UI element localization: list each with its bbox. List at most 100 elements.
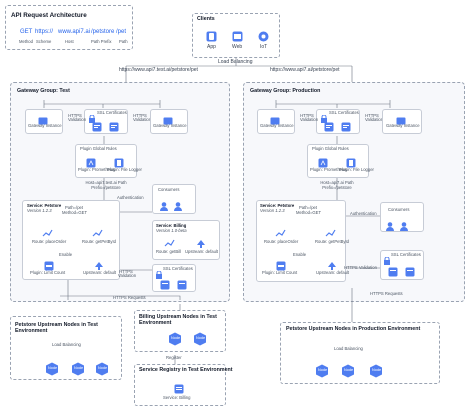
- test-route-get-pet-icon: [92, 226, 103, 244]
- node-icon: Node: [193, 332, 207, 351]
- test-enable-label: Enable: [59, 252, 73, 257]
- test-match-rule: Host=api7.test.ai Path Prefix=/petstore: [85, 180, 127, 190]
- test-authentication-label: Authentication: [117, 195, 144, 200]
- prod-https-validation-2: HTTPS Validation: [344, 265, 377, 270]
- service-billing-icon: [174, 381, 184, 399]
- node-icon: Node: [71, 362, 85, 381]
- test-route-get-bill-label: Route: getBill: [156, 249, 181, 254]
- test-prometheus-icon: [86, 155, 96, 173]
- prod-match-rule: Host=api7.ai Path Prefix=/petstore: [320, 180, 354, 190]
- prod-consumer-icon-2: [399, 218, 409, 236]
- gateway-group-prod-title: Gateway Group: Production: [250, 88, 321, 94]
- test-route-place-order-icon: [42, 226, 53, 244]
- gateway-group-test-title: Gateway Group: Test: [17, 88, 70, 94]
- request-scheme: https://: [35, 29, 54, 35]
- prod-gateway-icon-right: [396, 112, 406, 130]
- test-ssl-certificates-2: [152, 264, 196, 292]
- label-method: Method: [19, 39, 33, 44]
- test-gateway-icon-right: [163, 112, 173, 130]
- prod-route-get-pet-icon: [325, 226, 336, 244]
- prod-certificate-icon-1: [324, 119, 334, 137]
- prod-authentication-label: Authentication: [350, 211, 377, 216]
- prod-plugin-limit-count-label: Plugin: Limit Count: [262, 270, 298, 275]
- test-certificate-icon-3: [160, 277, 170, 295]
- test-service-petstore: [22, 200, 120, 280]
- prod-plugin-prometheus-label: Plugin: Prometheus: [310, 167, 347, 172]
- node-icon: Node: [315, 364, 329, 383]
- test-ssl-lock-icon: [88, 110, 96, 128]
- prod-https-validation-left: HTTPS Validation: [300, 113, 319, 123]
- url-test: https://www.api7.test.ai/petstore/pet: [119, 67, 198, 73]
- prod-route-get-pet-by-id-label: Route: getPetById: [315, 239, 349, 244]
- prod-ssl-lock-icon-2: [383, 252, 391, 270]
- test-route-get-bill-icon: [164, 236, 175, 254]
- clients-title: Clients: [197, 16, 215, 22]
- test-plugin-global-rules-label: Plugin Global Rules: [80, 146, 117, 151]
- prod-prometheus-icon: [318, 155, 328, 173]
- iot-icon: [258, 29, 269, 47]
- test-plugin-prometheus-label: Plugin: Prometheus: [78, 167, 115, 172]
- prod-limit-count-icon: [276, 258, 286, 276]
- prod-https-validation-right: HTTPS Validation: [365, 113, 384, 123]
- prod-gateway-instance-left-label: Gateway Instance: [260, 123, 294, 128]
- prod-plugin-global-rules-label: Plugin Global Rules: [312, 146, 349, 151]
- prod-service-petstore-version: Version 1.2.3: [260, 208, 285, 213]
- prod-ssl-certificates-label: SSL Certificates: [329, 110, 359, 115]
- prod-plugin-global-rules: [307, 144, 369, 178]
- test-upstream-default-label: Upstream: default: [83, 270, 117, 275]
- test-gateway-icon-left: [38, 112, 48, 130]
- prod-plugin-file-logger-label: Plugin: File Logger: [339, 167, 374, 172]
- request-path: /pet: [116, 29, 127, 35]
- test-https-validation-left: HTTPS Validation: [68, 113, 87, 123]
- test-route-place-order-label: Route: placeOrder: [32, 239, 67, 244]
- prod-enable-label: Enable: [293, 252, 307, 257]
- test-https-validation-right: HTTPS Validation: [133, 113, 152, 123]
- node-icon: Node: [341, 364, 355, 383]
- test-billing-upstream-icon: [196, 236, 206, 254]
- service-registry-title: Service Registry in Test Environment: [139, 367, 233, 373]
- test-gateway-instance-right-label: Gateway Instance: [153, 123, 187, 128]
- service-registry-item: Service: Billing: [163, 395, 191, 400]
- node-label: Node: [171, 336, 181, 340]
- node-label: Node: [318, 368, 328, 372]
- prod-file-logger-icon: [346, 155, 356, 173]
- client-app-label: App: [207, 44, 216, 50]
- page-title: API Request Architecture: [11, 12, 87, 19]
- test-service-billing-version: Version 1.0-beta: [156, 228, 187, 233]
- prod-route-place-order-icon: [275, 226, 286, 244]
- prod-consumer-icon-1: [385, 218, 395, 236]
- request-method: GET: [20, 29, 33, 35]
- request-path-prefix: /petstore: [91, 29, 115, 35]
- prod-ssl-certificates-2-label: SSL Certificates: [391, 252, 421, 257]
- prod-path-rule: Path=/pet Method=GET: [296, 205, 322, 215]
- node-label: Node: [344, 368, 354, 372]
- petstore-prod-nodes-box: [280, 322, 440, 384]
- test-billing-upstream-label: Upstream: default: [185, 249, 219, 254]
- prod-consumers-label: Consumers: [388, 207, 410, 212]
- request-header: [5, 5, 133, 50]
- test-plugin-limit-count-label: Plugin: Limit Count: [30, 270, 66, 275]
- test-upstream-icon: [94, 258, 104, 276]
- web-icon: [232, 29, 243, 47]
- prod-gateway-icon-left: [270, 112, 280, 130]
- test-ssl-lock-icon-2: [155, 266, 163, 284]
- prod-gateway-instance-right-label: Gateway Instance: [386, 123, 420, 128]
- prod-ssl-certificates-2: [380, 250, 424, 280]
- petstore-test-nodes-title: Petstore Upstream Nodes in Test Environm…: [15, 322, 98, 335]
- test-route-get-pet-by-id-label: Route: getPetById: [82, 239, 116, 244]
- test-service-billing: [152, 220, 220, 260]
- node-icon: Node: [45, 362, 59, 381]
- node-label: Node: [48, 366, 58, 370]
- label-scheme: Scheme: [36, 39, 52, 44]
- client-iot-label: IoT: [260, 44, 268, 50]
- register-label: Register: [166, 355, 182, 360]
- test-ssl-certificates-2-label: SSL Certificates: [163, 266, 193, 271]
- node-label: Node: [196, 336, 206, 340]
- node-icon: Node: [369, 364, 383, 383]
- petstore-prod-load-balancing: Load Balancing: [334, 346, 363, 351]
- node-label: Node: [98, 366, 108, 370]
- test-plugin-global-rules: [75, 144, 137, 178]
- load-balancing-top-label: Load Balancing: [218, 59, 253, 65]
- test-service-petstore-version: Version 1.2.3: [27, 208, 52, 213]
- prod-upstream-icon: [327, 258, 337, 276]
